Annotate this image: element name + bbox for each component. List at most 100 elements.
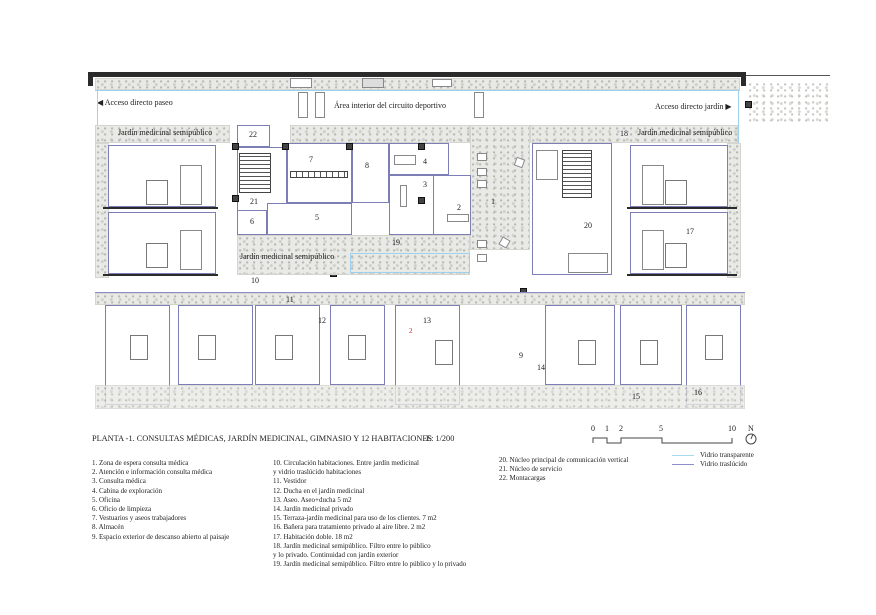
top-garden-strip <box>95 78 740 90</box>
garden-19-number: 19 <box>392 238 400 247</box>
bed <box>198 335 216 360</box>
scale-tick-1: 1 <box>605 424 609 433</box>
garden-lower-edge <box>95 293 745 305</box>
col <box>282 143 289 150</box>
col <box>745 101 752 108</box>
room-divider-wall <box>103 274 218 276</box>
elevator <box>568 253 608 273</box>
plan-title: PLANTA -1. CONSULTAS MÉDICAS, JARDÍN MED… <box>92 434 433 443</box>
room-13-number: 13 <box>423 316 431 325</box>
section-mark-2: 2 <box>409 327 413 335</box>
transparent-glass-swatch <box>672 455 694 456</box>
legend-item: 12. Ducha en el jardín medicinal <box>273 486 365 495</box>
retaining-wall-right <box>741 72 746 86</box>
acceso-jardin-label: Acceso directo jardín ▶ <box>655 103 732 111</box>
bathroom <box>642 165 664 205</box>
legend-item: 1. Zona de espera consulta médica <box>92 459 189 467</box>
legend-item: 6. Oficio de limpieza <box>92 505 152 514</box>
left-glass-wall <box>97 90 98 145</box>
room-divider-wall <box>627 274 737 276</box>
room-8-storage <box>352 143 389 203</box>
legend-item: 11. Vestidor <box>273 477 307 486</box>
lockers <box>290 171 348 178</box>
legend-item: 8. Almacén <box>92 523 124 532</box>
scale-tick-0: 0 <box>591 424 595 433</box>
legend-item: 18. Jardín medicinal semipúblico. Filtro… <box>273 541 431 550</box>
legend-item: 22. Montacargas <box>499 474 546 483</box>
legend-item: 5. Oficina <box>92 495 120 504</box>
floor-plan: ◀ Acceso directo paseo Área interior del… <box>88 72 830 409</box>
transparent-glass-label: Vidrio transparente <box>700 451 754 459</box>
circulation-10-number: 10 <box>251 276 259 285</box>
acceso-jardin-text: Acceso directo jardín <box>655 102 724 111</box>
garden-right-edge <box>727 143 741 278</box>
scale-tick-10: 10 <box>728 424 736 433</box>
bed <box>665 243 687 268</box>
room-17-number: 17 <box>686 227 694 236</box>
legend-col-2: 10. Circulación habitaciones. Entre jard… <box>273 459 466 569</box>
garden-strip-right <box>530 125 738 143</box>
main-stairs <box>562 150 592 198</box>
legend-item: 14. Jardín medicinal privado <box>273 505 354 514</box>
waiting-chair <box>477 168 487 176</box>
room-4-number: 4 <box>423 157 427 166</box>
room-8-number: 8 <box>365 161 369 170</box>
acceso-paseo-text: Acceso directo paseo <box>104 98 173 107</box>
bed <box>705 335 723 360</box>
stairs <box>239 153 271 193</box>
legend-item: 3. Consulta médica <box>92 477 146 486</box>
waiting-chair <box>477 180 487 188</box>
translucent-glass-line <box>95 292 745 293</box>
scale-bar: 0 1 2 5 10 N <box>590 424 754 445</box>
legend-item: 16. Bañera para tratamiento privado al a… <box>273 523 426 532</box>
room-20-number: 20 <box>584 221 592 230</box>
bed <box>435 340 453 365</box>
desk <box>400 185 407 207</box>
legend-item: 17. Habitación doble. 18 m2 <box>273 532 353 541</box>
room-22-number: 22 <box>249 130 257 139</box>
exterior-vegetation <box>748 82 828 122</box>
room-2-number: 2 <box>457 203 461 212</box>
room-21-number: 21 <box>250 197 258 206</box>
retaining-wall-left <box>88 72 93 86</box>
bed <box>146 243 168 268</box>
room-14-number: 14 <box>537 363 545 372</box>
gym-equipment <box>432 79 452 87</box>
room-3-number: 3 <box>423 180 427 189</box>
scale-tick-5: 5 <box>659 424 663 433</box>
jardin-semipublico-right-label: Jardín medicinal semipúblico <box>638 128 733 137</box>
lower-garden-strip <box>95 385 745 409</box>
arrow-left-icon: ◀ <box>97 98 105 107</box>
garden-left-edge <box>95 143 109 278</box>
bathroom <box>180 230 202 270</box>
waiting-chair <box>477 240 487 248</box>
room-5-number: 5 <box>315 213 319 222</box>
col <box>232 195 239 202</box>
room-12-number: 12 <box>318 316 326 325</box>
gym-equipment <box>298 92 308 118</box>
bed <box>640 340 658 365</box>
room-7-number: 7 <box>309 155 313 164</box>
garden-19 <box>237 235 470 275</box>
area-interior-label: Área interior del circuito deportivo <box>334 101 446 110</box>
legend-item: 7. Vestuarios y aseos trabajadores <box>92 514 187 523</box>
col <box>418 143 425 150</box>
acceso-paseo-label: ◀ Acceso directo paseo <box>97 99 173 107</box>
room-18-number: 18 <box>620 129 628 138</box>
bed <box>275 335 293 360</box>
scale-bar-graphic <box>592 437 733 444</box>
right-glass-wall <box>738 90 739 145</box>
legend-col-1: 1. Zona de espera consulta médica 2. Ate… <box>92 459 229 542</box>
legend-item: y lo privado. Continuidad con jardín ext… <box>273 551 399 560</box>
elevator <box>536 150 558 180</box>
legend-item: 21. Núcleo de servicio <box>499 465 562 474</box>
bed <box>146 180 168 205</box>
garden-strip-center <box>290 125 470 143</box>
gym-equipment <box>290 78 312 88</box>
room-11-number: 11 <box>286 295 294 304</box>
translucent-glass-swatch <box>672 464 694 465</box>
legend-item: 15. Terraza-jardín medicinal para uso de… <box>273 514 437 523</box>
bathroom <box>180 165 202 205</box>
bed <box>665 180 687 205</box>
col <box>232 143 239 150</box>
